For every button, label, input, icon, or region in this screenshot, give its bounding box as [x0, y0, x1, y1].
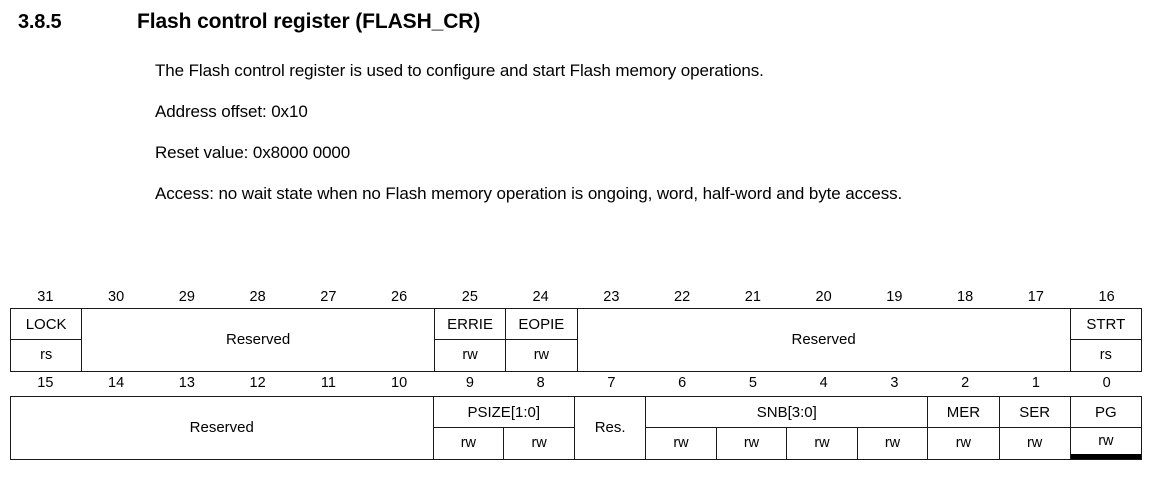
bit-number: 28 — [249, 289, 266, 305]
bit-number: 29 — [178, 289, 195, 305]
bit-number: 22 — [674, 289, 691, 305]
access-cell: rs — [40, 347, 53, 363]
field-name: SNB[3:0] — [646, 397, 928, 428]
field-access-row: rw — [506, 340, 576, 371]
section-heading: 3.8.5 Flash control register (FLASH_CR) — [0, 10, 1150, 34]
field-name: Res. — [594, 419, 626, 436]
bit-number: 8 — [536, 375, 545, 391]
bit-number: 13 — [178, 375, 195, 391]
bit-number: 16 — [1098, 289, 1115, 305]
bit-number: 0 — [1102, 375, 1111, 391]
bit-number: 9 — [465, 375, 474, 391]
access-cell: rw — [955, 435, 972, 451]
register-field: MER rw — [928, 397, 1000, 459]
bit-number: 21 — [744, 289, 761, 305]
field-name: EOPIE — [506, 309, 577, 340]
bit-number: 20 — [815, 289, 832, 305]
bit-number: 30 — [108, 289, 125, 305]
register-field: Reserved — [578, 309, 1071, 371]
bit-number: 12 — [249, 375, 266, 391]
register-field: LOCK rs — [11, 309, 83, 371]
access-cell: rw — [646, 428, 717, 459]
register-field: Res. — [575, 397, 647, 459]
field-access-row: rw — [1070, 428, 1141, 459]
reset-value-line: Reset value: 0x8000 0000 — [155, 143, 351, 162]
register-field: STRT rs — [1070, 309, 1142, 371]
access-cell: rw — [434, 428, 505, 459]
bit-number: 24 — [532, 289, 549, 305]
bit-number: 19 — [886, 289, 903, 305]
access-cell: rs — [1099, 347, 1112, 363]
field-name: PG — [1070, 397, 1141, 428]
field-access-row: rw — [928, 428, 998, 459]
page-title: Flash control register (FLASH_CR) — [137, 10, 481, 33]
bit-number: 17 — [1027, 289, 1044, 305]
field-name: PSIZE[1:0] — [433, 397, 574, 428]
access-cell: rw — [1070, 428, 1141, 459]
field-name: MER — [928, 397, 999, 428]
access-cell: rw — [1026, 435, 1043, 451]
address-offset-line: Address offset: 0x10 — [155, 102, 308, 121]
access-cell: rw — [884, 435, 901, 451]
bit-number: 4 — [819, 375, 828, 391]
bit-number: 25 — [461, 289, 478, 305]
bit-number: 11 — [320, 375, 336, 391]
bit-number: 15 — [37, 375, 54, 391]
field-name: Reserved — [225, 331, 291, 348]
access-cell: rw — [531, 435, 547, 451]
field-access-row: rw rw — [434, 428, 575, 459]
bit-number-row: 31 30 29 28 27 26 25 24 23 22 21 20 19 18 17 16 — [10, 286, 1142, 308]
field-name: ERRIE — [434, 309, 506, 340]
field-name: Reserved — [791, 331, 856, 348]
field-access-row: rs — [11, 340, 81, 371]
register-field: Reserved — [82, 309, 435, 371]
access-cell: rw — [717, 428, 788, 459]
register-field: ERRIE rw — [434, 309, 507, 371]
section-number: 3.8.5 — [18, 11, 62, 33]
field-access-row: rw — [1000, 428, 1070, 459]
register-field: EOPIE rw — [506, 309, 578, 371]
bit-number: 7 — [607, 375, 616, 391]
bit-number: 18 — [957, 289, 974, 305]
bit-number: 31 — [37, 289, 54, 305]
bit-number: 14 — [108, 375, 125, 391]
bit-number: 26 — [391, 289, 408, 305]
register-field: SER rw — [999, 397, 1071, 459]
bit-number: 1 — [1031, 375, 1040, 391]
access-line: Access: no wait state when no Flash memo… — [155, 184, 903, 203]
field-name: LOCK — [11, 309, 82, 340]
register-field-row: LOCK rs Reserved ERRIE rw EOPIE rw Reserved STRT… — [10, 308, 1142, 372]
field-access-row: rs — [1071, 340, 1141, 371]
bit-number: 6 — [678, 375, 687, 391]
field-name: STRT — [1070, 309, 1141, 340]
register-field: Reserved — [11, 397, 434, 459]
bit-number: 10 — [391, 375, 408, 391]
description-block: The Flash control register is used to co… — [155, 60, 1140, 204]
description-paragraph: The Flash control register is used to co… — [155, 61, 764, 80]
bit-number: 3 — [890, 375, 899, 391]
access-cell: rw — [462, 347, 478, 363]
bit-number: 27 — [320, 289, 337, 305]
bit-number: 23 — [603, 289, 620, 305]
access-cell: rw — [533, 347, 549, 363]
bit-number: 5 — [748, 375, 757, 391]
field-name: Reserved — [189, 419, 254, 436]
field-name: SER — [999, 397, 1070, 428]
access-cell: rw — [787, 428, 858, 459]
bit-number: 2 — [961, 375, 970, 391]
field-access-row: rw — [435, 340, 505, 371]
